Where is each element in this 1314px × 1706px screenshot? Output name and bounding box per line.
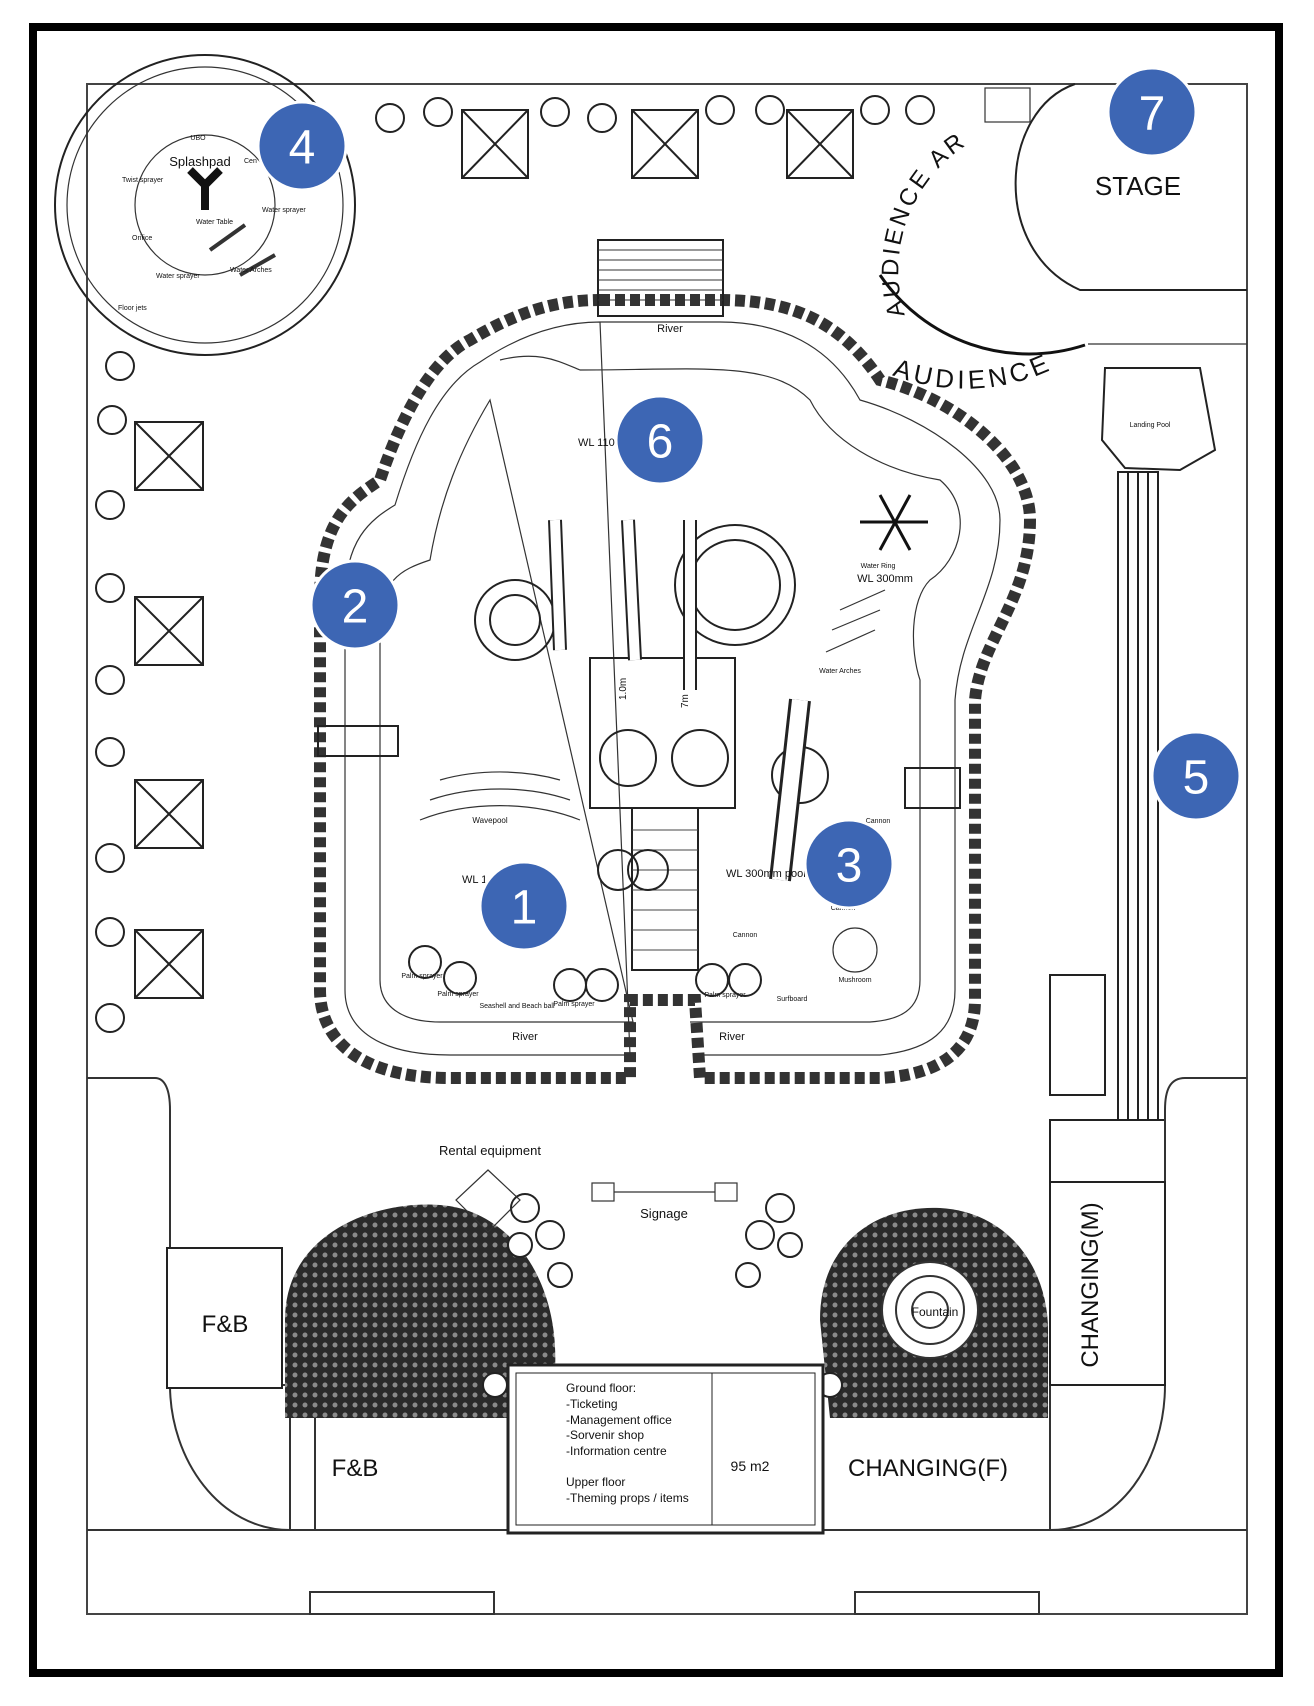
cannon-label-3: Cannon [733, 932, 758, 939]
mushroom-label: Mushroom [838, 977, 871, 984]
marker-1: 1 [478, 860, 570, 952]
marker-7-text: 7 [1139, 88, 1166, 141]
office-note-7: Upper floor [566, 1475, 625, 1489]
top-tree-row [375, 95, 935, 179]
changing-f-label: CHANGING(F) [848, 1455, 1008, 1482]
wl-110-label: WL 110 [578, 437, 615, 449]
marker-3: 3 [803, 818, 895, 910]
wl-300-pool-label: WL 300mm pool [726, 868, 806, 880]
office-note-8: -Theming props / items [566, 1491, 689, 1505]
signage-label: Signage [640, 1206, 688, 1221]
fountain [881, 1261, 979, 1359]
marker-4: 4 [256, 100, 348, 192]
marker-4-text: 4 [289, 122, 316, 175]
office-note-3: -Management office [566, 1413, 672, 1427]
wl-300-ring-label: WL 300mm [857, 573, 913, 585]
splashpad-label: Splashpad [169, 154, 230, 169]
splashpad-area [54, 54, 356, 356]
palm-trees [408, 945, 762, 1002]
marker-5: 5 [1150, 730, 1242, 822]
slide-height-1: 1.0m [618, 678, 629, 700]
landing-pool-label: Landing Pool [1130, 422, 1171, 429]
splashpad-twist-sprayer: Twist sprayer [122, 177, 164, 184]
river-label-right: River [719, 1031, 745, 1043]
garden-left [285, 1204, 556, 1418]
marker-2-text: 2 [342, 581, 369, 634]
splashpad-ubo: UBO [190, 135, 206, 142]
river-label-top: River [657, 323, 683, 335]
slide-height-2: 7m [680, 694, 691, 708]
marker-1-text: 1 [511, 882, 538, 935]
water-ring [860, 494, 928, 551]
long-slide [1049, 471, 1166, 1183]
wl-wave-label: WL 1 [462, 874, 487, 886]
office-note-5: -Information centre [566, 1444, 667, 1458]
rental-equipment-label: Rental equipment [439, 1143, 541, 1158]
beach-ball-label: Seashell and Beach ball [479, 1003, 555, 1010]
water-arches-label: Water Arches [819, 668, 861, 675]
left-tree-row [95, 351, 204, 1033]
main-building [506, 1363, 825, 1535]
fb-building-1 [166, 1247, 283, 1389]
stage-area [984, 83, 1247, 345]
fountain-label: Fountain [912, 1305, 959, 1319]
marker-6: 6 [614, 394, 706, 486]
splashpad-water-sprayer-2: Water sprayer [156, 273, 200, 280]
page-frame [29, 23, 1283, 1677]
splashpad-water-sprayer-1: Water sprayer [262, 207, 306, 214]
splashpad-orifice: Orifice [132, 235, 152, 242]
mushroom-shape [832, 927, 878, 973]
water-arches-lines [825, 589, 886, 653]
office-note-4: -Sorvenir shop [566, 1428, 644, 1442]
splashpad-water-arches: Water Arches [230, 267, 272, 274]
audience-area-inner: AUDIENCE AREA [0, 0, 972, 320]
stage-label: STAGE [1095, 171, 1181, 201]
office-notes: Ground floor: -Ticketing -Management off… [566, 1381, 689, 1505]
marker-2: 2 [309, 559, 401, 651]
marker-3-text: 3 [836, 840, 863, 893]
site-boundary [86, 83, 1248, 1615]
palm-sprayer-label-1: Palm sprayer [401, 973, 443, 980]
river-loop [314, 239, 1037, 1084]
slide-tower [474, 519, 829, 971]
marker-6-text: 6 [647, 416, 674, 469]
splashpad-floor-jets: Floor jets [118, 305, 147, 312]
palm-sprayer-label-3: Palm sprayer [553, 1001, 595, 1008]
rental-equipment-shape [455, 1169, 521, 1233]
wavepool [419, 771, 581, 821]
splashpad-water-table: Water Table [196, 219, 233, 226]
landing-pool [1100, 367, 1217, 472]
fb-label-1: F&B [202, 1311, 249, 1338]
area-label: 95 m2 [731, 1458, 770, 1474]
surfboard-label: Surfboard [777, 996, 808, 1003]
palm-sprayer-label-4: Palm sprayer [704, 992, 746, 999]
river-label-left: River [512, 1031, 538, 1043]
fb-label-2: F&B [332, 1455, 379, 1482]
changing-m-building [1049, 1181, 1166, 1386]
splashpad-cen: Cen [244, 158, 257, 165]
marker-5-text: 5 [1183, 752, 1210, 805]
water-ring-label: Water Ring [861, 563, 896, 570]
marker-7: 7 [1106, 66, 1198, 158]
office-note-1: Ground floor: [566, 1381, 636, 1395]
wavepool-label: Wavepool [472, 816, 508, 825]
signage-shape [591, 1182, 738, 1202]
cannon-label-1: Cannon [866, 818, 891, 825]
office-note-2: -Ticketing [566, 1397, 618, 1411]
changing-m-label: CHANGING(M) [1077, 1202, 1104, 1367]
